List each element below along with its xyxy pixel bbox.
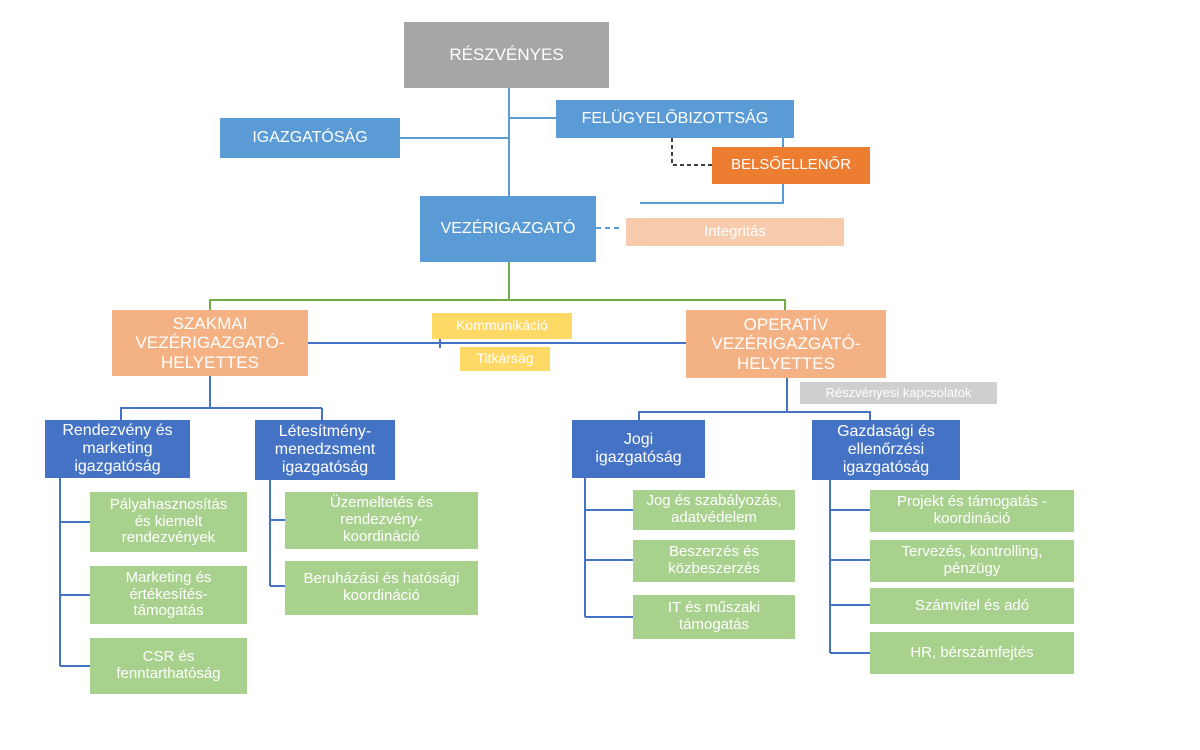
supervisory-board-box: FELÜGYELŐBIZOTTSÁG xyxy=(556,100,794,138)
unit-economic-1: Projekt és támogatás - koordináció xyxy=(870,490,1074,532)
unit-legal-3: IT és műszaki támogatás xyxy=(633,595,795,639)
unit-events-marketing-3: CSR és fenntarthatóság xyxy=(90,638,247,694)
directorate-events-marketing: Rendezvény és marketing igazgatóság xyxy=(45,420,190,478)
secretariat-box: Titkárság xyxy=(460,347,550,371)
deputy-operative-box: OPERATÍV VEZÉRIGAZGATÓ- HELYETTES xyxy=(686,310,886,378)
unit-economic-2: Tervezés, kontrolling, pénzügy xyxy=(870,540,1074,582)
unit-legal-2: Beszerzés és közbeszerzés xyxy=(633,540,795,582)
ceo-box: VEZÉRIGAZGATÓ xyxy=(420,196,596,262)
board-box: IGAZGATÓSÁG xyxy=(220,118,400,158)
unit-economic-3: Számvitel és adó xyxy=(870,588,1074,624)
unit-facility-1: Üzemeltetés és rendezvény- koordináció xyxy=(285,492,478,549)
directorate-economic: Gazdasági és ellenőrzési igazgatóság xyxy=(812,420,960,480)
unit-legal-1: Jog és szabályozás, adatvédelem xyxy=(633,490,795,530)
shareholder-box: RÉSZVÉNYES xyxy=(404,22,609,88)
shareholder-relations-box: Részvényesi kapcsolatok xyxy=(800,382,997,404)
directorate-facility: Létesítmény- menedzsment igazgatóság xyxy=(255,420,395,480)
unit-facility-2: Beruházási és hatósági koordináció xyxy=(285,561,478,615)
directorate-legal: Jogi igazgatóság xyxy=(572,420,705,478)
internal-auditor-box: BELSŐELLENŐR xyxy=(712,147,870,184)
integrity-box: Integritás xyxy=(626,218,844,246)
unit-events-marketing-2: Marketing és értékesítés- támogatás xyxy=(90,566,247,624)
unit-economic-4: HR, bérszámfejtés xyxy=(870,632,1074,674)
communication-box: Kommunikáció xyxy=(432,313,572,339)
deputy-professional-box: SZAKMAI VEZÉRIGAZGATÓ- HELYETTES xyxy=(112,310,308,376)
unit-events-marketing-1: Pályahasznosítás és kiemelt rendezvények xyxy=(90,492,247,552)
